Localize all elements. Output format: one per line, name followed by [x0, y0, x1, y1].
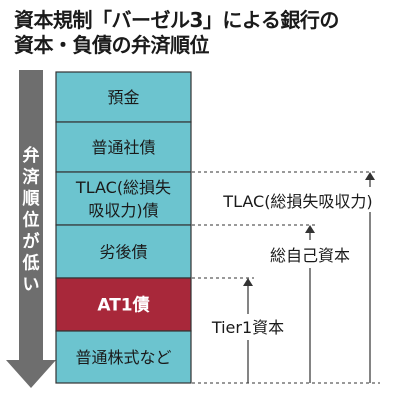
block-rect	[55, 224, 192, 279]
block: TLAC(総損失吸収力)債	[55, 171, 192, 226]
range-total-capital: 総自己資本	[192, 224, 350, 383]
block: 普通株式など	[55, 330, 192, 384]
range-arrowhead	[305, 225, 315, 233]
block-label: 普通社債	[91, 138, 155, 157]
block-label: 預金	[107, 88, 139, 107]
block: AT1債	[55, 277, 192, 332]
range-tier1: Tier1資本	[192, 277, 284, 383]
range-label-tier1: Tier1資本	[211, 318, 284, 337]
block-label: AT1債	[97, 295, 149, 316]
range-brackets: TLAC(総損失吸収力) 総自己資本 Tier1資本	[192, 171, 380, 384]
block-rect	[55, 277, 192, 332]
range-tlac: TLAC(総損失吸収力)	[192, 171, 376, 383]
title-line-1: 資本規制「バーゼル3」による銀行の	[14, 8, 339, 32]
priority-arrow	[6, 70, 56, 388]
range-label-tlac: TLAC(総損失吸収力)	[222, 192, 372, 211]
block: 預金	[55, 71, 192, 123]
priority-label-char: 位	[23, 210, 40, 231]
block-rect	[55, 121, 192, 173]
priority-label-char: が	[23, 231, 40, 252]
range-arrowhead	[243, 278, 253, 286]
priority-label-char: 順	[23, 189, 41, 209]
range-label-total-capital: 総自己資本	[270, 246, 350, 265]
priority-label-char: 弁	[23, 145, 40, 166]
block-rect	[55, 171, 192, 226]
block-rect	[55, 71, 192, 123]
block-label: 普通株式など	[75, 348, 171, 367]
block-label: TLAC(総損失	[75, 178, 171, 197]
block-label: 吸収力)債	[88, 201, 158, 220]
priority-label-char: 低	[22, 253, 40, 274]
block: 普通社債	[55, 121, 192, 173]
block: 劣後債	[55, 224, 192, 279]
block-rect	[55, 330, 192, 384]
priority-label-char: い	[23, 275, 40, 295]
priority-label-char: 済	[23, 167, 41, 188]
title-line-2: 資本・負債の弁済順位	[14, 33, 210, 57]
block-label: 劣後債	[99, 243, 147, 262]
range-arrowhead	[365, 172, 375, 180]
